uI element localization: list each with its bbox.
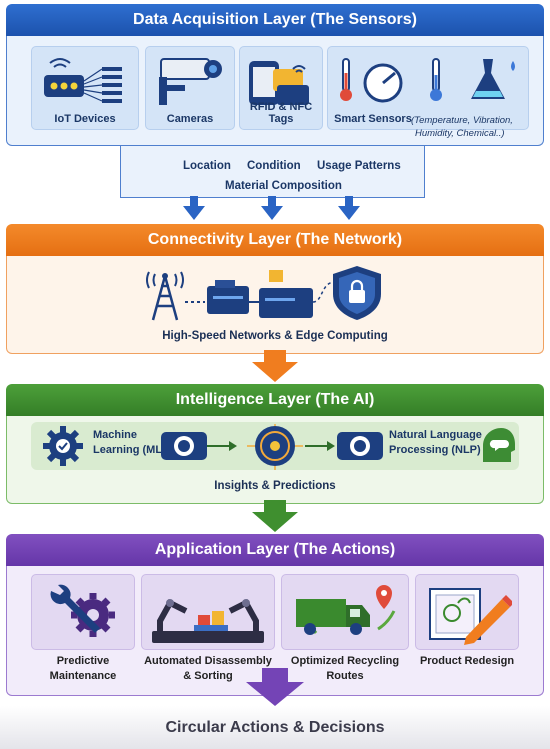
recycling-routes-line2: Routes xyxy=(326,670,364,682)
cameras-card: Cameras xyxy=(145,46,235,130)
intelligence-body: Machine Learning (ML) Natural Language P… xyxy=(6,416,544,504)
automated-disassembly-line2: & Sorting xyxy=(183,670,233,682)
connectivity-title: Connectivity Layer (The Network) xyxy=(6,224,544,256)
recycling-truck-icon xyxy=(296,585,396,635)
iot-device-icon xyxy=(44,58,122,103)
sensor-types-line2: Humidity, Chemical..) xyxy=(415,128,505,139)
cameras-label: Cameras xyxy=(166,113,214,125)
rfid-nfc-label: RFID & NFC Tags xyxy=(249,101,313,125)
sensor-types-note: (Temperature, Vibration, Humidity, Chemi… xyxy=(411,114,531,140)
sensor-types-line1: (Temperature, Vibration, xyxy=(411,115,513,126)
acquisition-body: IoT Devices Cameras RFID & NFC Tags xyxy=(6,36,544,146)
security-shield-icon xyxy=(333,266,381,320)
head-speech-icon xyxy=(483,428,515,462)
application-body: Predictive Maintenance Automated Disasse… xyxy=(6,566,544,696)
data-acquisition-layer: Data Acquisition Layer (The Sensors) IoT… xyxy=(6,4,544,146)
connectivity-layer: Connectivity Layer (The Network) xyxy=(6,224,544,354)
nlp-label: Natural Language Processing (NLP) xyxy=(389,428,482,458)
application-title: Application Layer (The Actions) xyxy=(6,534,544,566)
recycling-routes-line1: Optimized Recycling xyxy=(290,655,400,667)
camera-icon xyxy=(159,58,222,105)
smart-sensors-label: Smart Sensors xyxy=(334,113,412,125)
intelligence-layer: Intelligence Layer (The AI) Machine Lear… xyxy=(6,384,544,504)
nlp-label-line1: Natural Language xyxy=(389,429,482,441)
intelligence-title: Intelligence Layer (The AI) xyxy=(6,384,544,416)
network-icon xyxy=(146,266,381,321)
application-layer: Application Layer (The Actions) xyxy=(6,534,544,696)
design-pencil-icon xyxy=(429,588,512,645)
cell-tower-icon xyxy=(146,271,184,321)
green-down-arrow-icon xyxy=(252,500,298,532)
connectivity-caption: High-Speed Networks & Edge Computing xyxy=(162,330,388,342)
acquisition-title: Data Acquisition Layer (The Sensors) xyxy=(6,4,544,36)
down-arrow-icon xyxy=(261,196,283,220)
predictive-maintenance-line2: Maintenance xyxy=(49,670,117,682)
automated-disassembly-card xyxy=(141,574,275,650)
orange-down-arrow-icon xyxy=(252,350,298,382)
product-redesign-card xyxy=(415,574,519,650)
attribute-usage-patterns: Usage Patterns xyxy=(317,160,401,172)
intelligence-caption: Insights & Predictions xyxy=(214,480,336,492)
smart-sensor-icon xyxy=(340,58,515,103)
ai-brain-flow-icon xyxy=(161,424,383,470)
automated-disassembly-label: Automated Disassembly & Sorting xyxy=(137,654,279,684)
smart-sensors-card: Smart Sensors xyxy=(327,46,529,130)
attribute-material-composition: Material Composition xyxy=(225,180,342,192)
predictive-maintenance-label: Predictive Maintenance xyxy=(31,654,135,684)
connectivity-body: High-Speed Networks & Edge Computing xyxy=(6,256,544,354)
ml-label-line2: Learning (ML) xyxy=(93,444,166,456)
rfid-nfc-card: RFID & NFC Tags xyxy=(239,46,323,130)
attribute-location: Location xyxy=(183,160,231,172)
recycling-routes-card xyxy=(281,574,409,650)
robot-arm-icon xyxy=(152,599,264,643)
predictive-maintenance-line1: Predictive xyxy=(56,655,110,667)
automated-disassembly-line1: Automated Disassembly xyxy=(144,655,272,667)
down-arrow-icon xyxy=(338,196,360,220)
down-arrow-icon xyxy=(183,196,205,220)
wrench-gear-icon xyxy=(50,584,115,637)
nlp-label-line2: Processing (NLP) xyxy=(389,444,481,456)
attribute-condition: Condition xyxy=(247,160,301,172)
footer-circular-actions: Circular Actions & Decisions xyxy=(0,706,550,749)
recycling-routes-label: Optimized Recycling Routes xyxy=(281,654,409,684)
product-redesign-label: Product Redesign xyxy=(415,654,519,669)
purple-down-arrow-icon xyxy=(246,668,304,706)
ml-label: Machine Learning (ML) xyxy=(93,428,166,458)
iot-devices-label: IoT Devices xyxy=(54,113,116,125)
product-redesign-line1: Product Redesign xyxy=(419,655,515,667)
edge-server-icon xyxy=(207,270,313,318)
data-attributes-box: Location Condition Usage Patterns Materi… xyxy=(120,146,425,198)
predictive-maintenance-card xyxy=(31,574,135,650)
iot-devices-card: IoT Devices xyxy=(31,46,139,130)
ml-label-line1: Machine xyxy=(93,429,138,441)
rfid-tag-icon xyxy=(249,61,309,105)
gear-icon xyxy=(43,426,83,466)
